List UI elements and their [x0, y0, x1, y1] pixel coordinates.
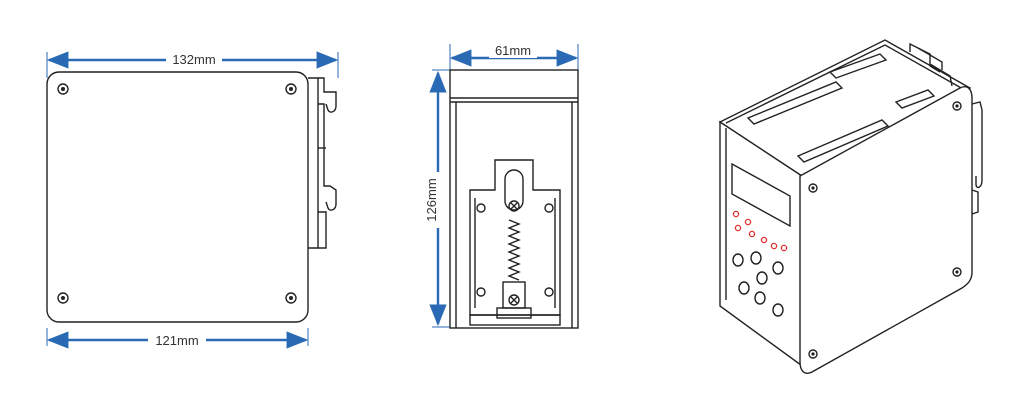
side-din-bracket	[469, 159, 561, 326]
iso-screw-tr	[952, 101, 962, 111]
front-screw-tl	[57, 83, 69, 95]
iso-button-4	[738, 281, 750, 295]
front-view: 132mm 121mm	[46, 51, 339, 349]
front-screw-br	[285, 292, 297, 304]
iso-button-1	[732, 253, 744, 267]
iso-led-3	[734, 224, 742, 232]
iso-view	[718, 39, 983, 374]
side-view: 61mm 126mm	[424, 43, 579, 329]
front-width-bottom-label: 121mm	[155, 333, 198, 348]
front-width-bottom-label-bg	[148, 333, 206, 348]
iso-led-1	[732, 210, 740, 218]
iso-led-7	[780, 244, 788, 252]
front-plate	[46, 71, 309, 323]
iso-right-face	[799, 86, 973, 374]
iso-led-5	[760, 236, 768, 244]
side-height-label-bg	[424, 172, 440, 228]
iso-button-2	[750, 251, 762, 265]
iso-screw-br	[952, 267, 962, 277]
side-height-label: 126mm	[424, 178, 439, 221]
iso-din-clip	[909, 42, 983, 215]
iso-button-3	[772, 261, 784, 275]
iso-led-2	[744, 218, 752, 226]
iso-button-5	[756, 271, 768, 285]
iso-button-7	[772, 303, 784, 317]
front-screw-bl	[57, 292, 69, 304]
iso-led-6	[770, 242, 778, 250]
iso-led-4	[748, 230, 756, 238]
front-screw-tr	[285, 83, 297, 95]
front-width-top-label: 132mm	[172, 52, 215, 67]
iso-button-group	[732, 251, 784, 317]
side-depth-label: 61mm	[495, 43, 531, 58]
front-width-top-label-bg	[166, 52, 222, 67]
iso-screw-tl	[808, 183, 818, 193]
iso-display	[731, 162, 791, 228]
side-depth-label-bg	[489, 43, 537, 58]
iso-led-group	[732, 210, 788, 252]
front-din-clip	[308, 77, 337, 249]
iso-button-6	[754, 291, 766, 305]
iso-screw-bl	[808, 349, 818, 359]
